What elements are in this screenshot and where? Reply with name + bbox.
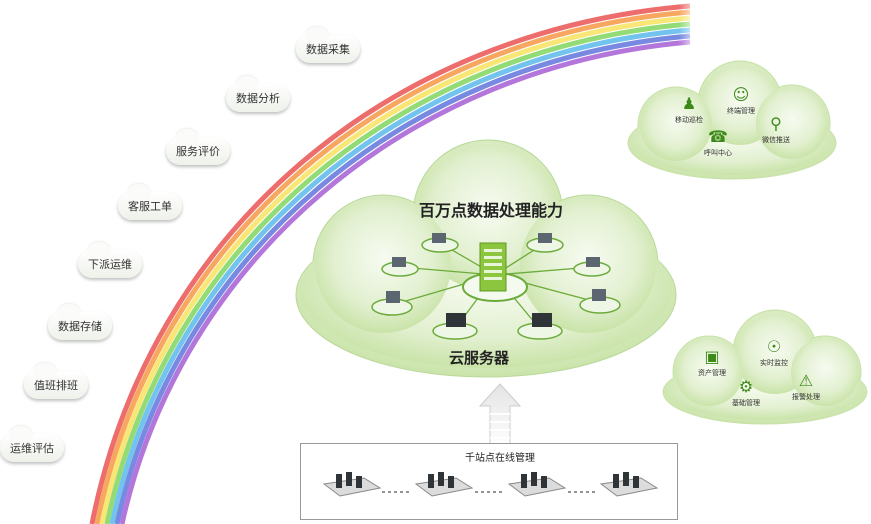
user-check-icon: ☺	[732, 85, 750, 104]
label-data-storage: 数据存储	[48, 304, 112, 340]
mobile-inspection: ♟移动巡检	[675, 94, 703, 125]
upload-arrow-icon	[478, 383, 522, 447]
site-stations	[322, 472, 659, 497]
wechat-push: ⚲微信推送	[762, 114, 790, 145]
label-service-evaluation: 服务评价	[166, 129, 230, 165]
alarm-icon: ⚠	[798, 371, 814, 390]
bottom-right-cloud	[662, 309, 868, 425]
cloud-server-label: 云服务器	[449, 349, 510, 367]
asset-management: ▣资产管理	[698, 347, 726, 378]
basic-management: ⚙基础管理	[732, 377, 760, 408]
label-data-collection: 数据采集	[296, 27, 360, 63]
terminal-management: ☺终端管理	[727, 85, 755, 116]
main-cloud-title: 百万点数据处理能力	[419, 201, 564, 220]
label-duty-schedule: 值班排班	[24, 363, 88, 399]
call-center: ☎呼叫中心	[704, 127, 732, 158]
realtime-monitoring: ☉实时监控	[760, 337, 788, 368]
top-right-cloud	[627, 60, 837, 180]
person-icon: ♟	[681, 94, 697, 113]
label-ops-assessment: 运维评估	[0, 426, 64, 462]
server-tower-icon	[479, 242, 507, 292]
camera-icon: ☉	[766, 337, 782, 356]
label-data-analysis: 数据分析	[226, 76, 290, 112]
gears-icon: ⚙	[738, 377, 754, 396]
alarm-handling: ⚠报警处理	[792, 371, 820, 402]
headset-icon: ☎	[708, 127, 728, 146]
label-customer-ticket: 客服工单	[118, 184, 182, 220]
site-box-title: 千站点在线管理	[465, 453, 535, 464]
label-dispatch-maintenance: 下派运维	[78, 242, 142, 278]
database-icon: ▣	[704, 347, 720, 366]
wechat-icon: ⚲	[770, 114, 782, 133]
server-network	[371, 233, 621, 340]
